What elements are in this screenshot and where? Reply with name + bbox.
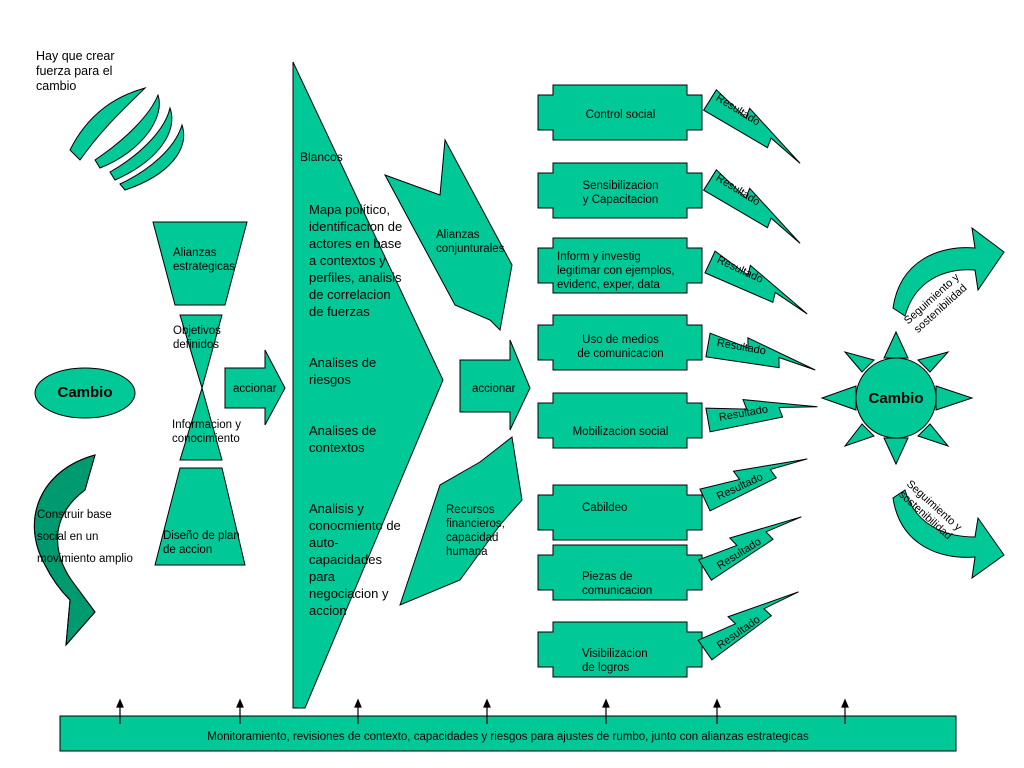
- up-arrow-head: [602, 698, 610, 708]
- swirl-icon: [69, 87, 185, 191]
- big-triangle: [292, 61, 444, 709]
- result-bolt-icon: [702, 169, 801, 244]
- left-cambio-oval: [34, 367, 136, 419]
- result-bolt-icon: [705, 332, 816, 371]
- action-box: [537, 162, 703, 219]
- hourglass-bottom: [154, 467, 246, 566]
- up-arrow-head: [116, 698, 124, 708]
- hourglass-top-label: Alianzas estrategicas: [173, 247, 236, 273]
- action-box: [537, 621, 703, 678]
- hourglass-mid-label: Objetivos definidos: [173, 325, 221, 351]
- accionar-label-2: accionar: [472, 383, 516, 395]
- action-label-inform: Inform y investig legitimar con ejemplos…: [557, 251, 675, 291]
- result-bolt-icon: [705, 399, 818, 433]
- action-label-cabildeo: Cabildeo: [582, 502, 628, 514]
- result-bolt-icon: [704, 250, 808, 315]
- hourglass-low-label: Informacion y conocimiento: [172, 419, 242, 445]
- action-label-mobilizacion: Mobilizacion social: [572, 426, 669, 438]
- base-text-2: social en un: [37, 531, 99, 543]
- up-arrow-head: [841, 698, 849, 708]
- intro-text: Hay que crear fuerza para el cambio: [36, 49, 115, 93]
- alianzas-arrow: [383, 138, 513, 332]
- recursos-arrow: [399, 436, 523, 606]
- alianzas-arrow-label: Alianzas conjunturales: [436, 229, 505, 255]
- action-box: [537, 484, 703, 541]
- accionar-arrow-1: [224, 349, 286, 426]
- sun-icon: [820, 330, 974, 466]
- action-label-sensibilizacion: Sensibilizacion y Capacitacion: [582, 180, 659, 206]
- sustain-arrow-top: [892, 226, 1005, 317]
- big-triangle-item-4: Analisis y conocmiento de auto- capacida…: [309, 501, 401, 618]
- big-triangle-item-1: Mapa político, identificacion de actores…: [309, 202, 403, 319]
- base-text-3: movimiento amplio: [37, 553, 133, 565]
- accionar-label-1: accionar: [233, 383, 277, 395]
- up-arrow-head: [713, 698, 721, 708]
- result-bolt-icon: [702, 89, 801, 164]
- result-bolt-icon: [699, 458, 808, 512]
- action-box: [537, 84, 703, 141]
- up-arrow-head: [483, 698, 491, 708]
- big-triangle-item-3: Analises de contextos: [309, 423, 377, 455]
- hourglass-bottom-label: Diseño de plan de accion: [163, 530, 240, 556]
- sustain-arrow-bottom: [892, 489, 1005, 580]
- action-box: [537, 237, 703, 294]
- monitoring-label: Monitoramiento, revisiones de contexto, …: [207, 731, 809, 743]
- action-box: [537, 314, 703, 371]
- hourglass-mid: [179, 314, 223, 390]
- result-bolt-icon: [697, 516, 802, 581]
- big-triangle-heading: Blancos: [300, 150, 343, 164]
- action-box: [537, 392, 703, 449]
- action-label-piezas: Piezas de comunicacion: [582, 571, 653, 597]
- recursos-arrow-label: Recursos financieros, capacidad humana: [446, 504, 505, 558]
- hourglass-top: [152, 221, 248, 306]
- up-arrow-head: [236, 698, 244, 708]
- up-arrow-head: [354, 698, 362, 708]
- accionar-arrow-2: [459, 339, 531, 431]
- monitoring-bar: [59, 715, 957, 752]
- hourglass-low: [179, 386, 223, 461]
- action-label-medios: Uso de medios de comunicacion: [577, 334, 664, 360]
- action-label-control: Control social: [585, 109, 656, 121]
- sun-cambio-label: Cambio: [868, 390, 924, 407]
- action-label-visibilizacion: Visibilizacion de logros: [582, 648, 648, 674]
- left-cambio-label: Cambio: [57, 384, 113, 401]
- base-curved-arrow: [33, 454, 96, 647]
- result-bolt-icon: [697, 591, 799, 661]
- action-box: [537, 544, 703, 601]
- base-text-1: Construir base: [37, 509, 112, 521]
- big-triangle-item-2: Analises de riesgos: [309, 355, 377, 387]
